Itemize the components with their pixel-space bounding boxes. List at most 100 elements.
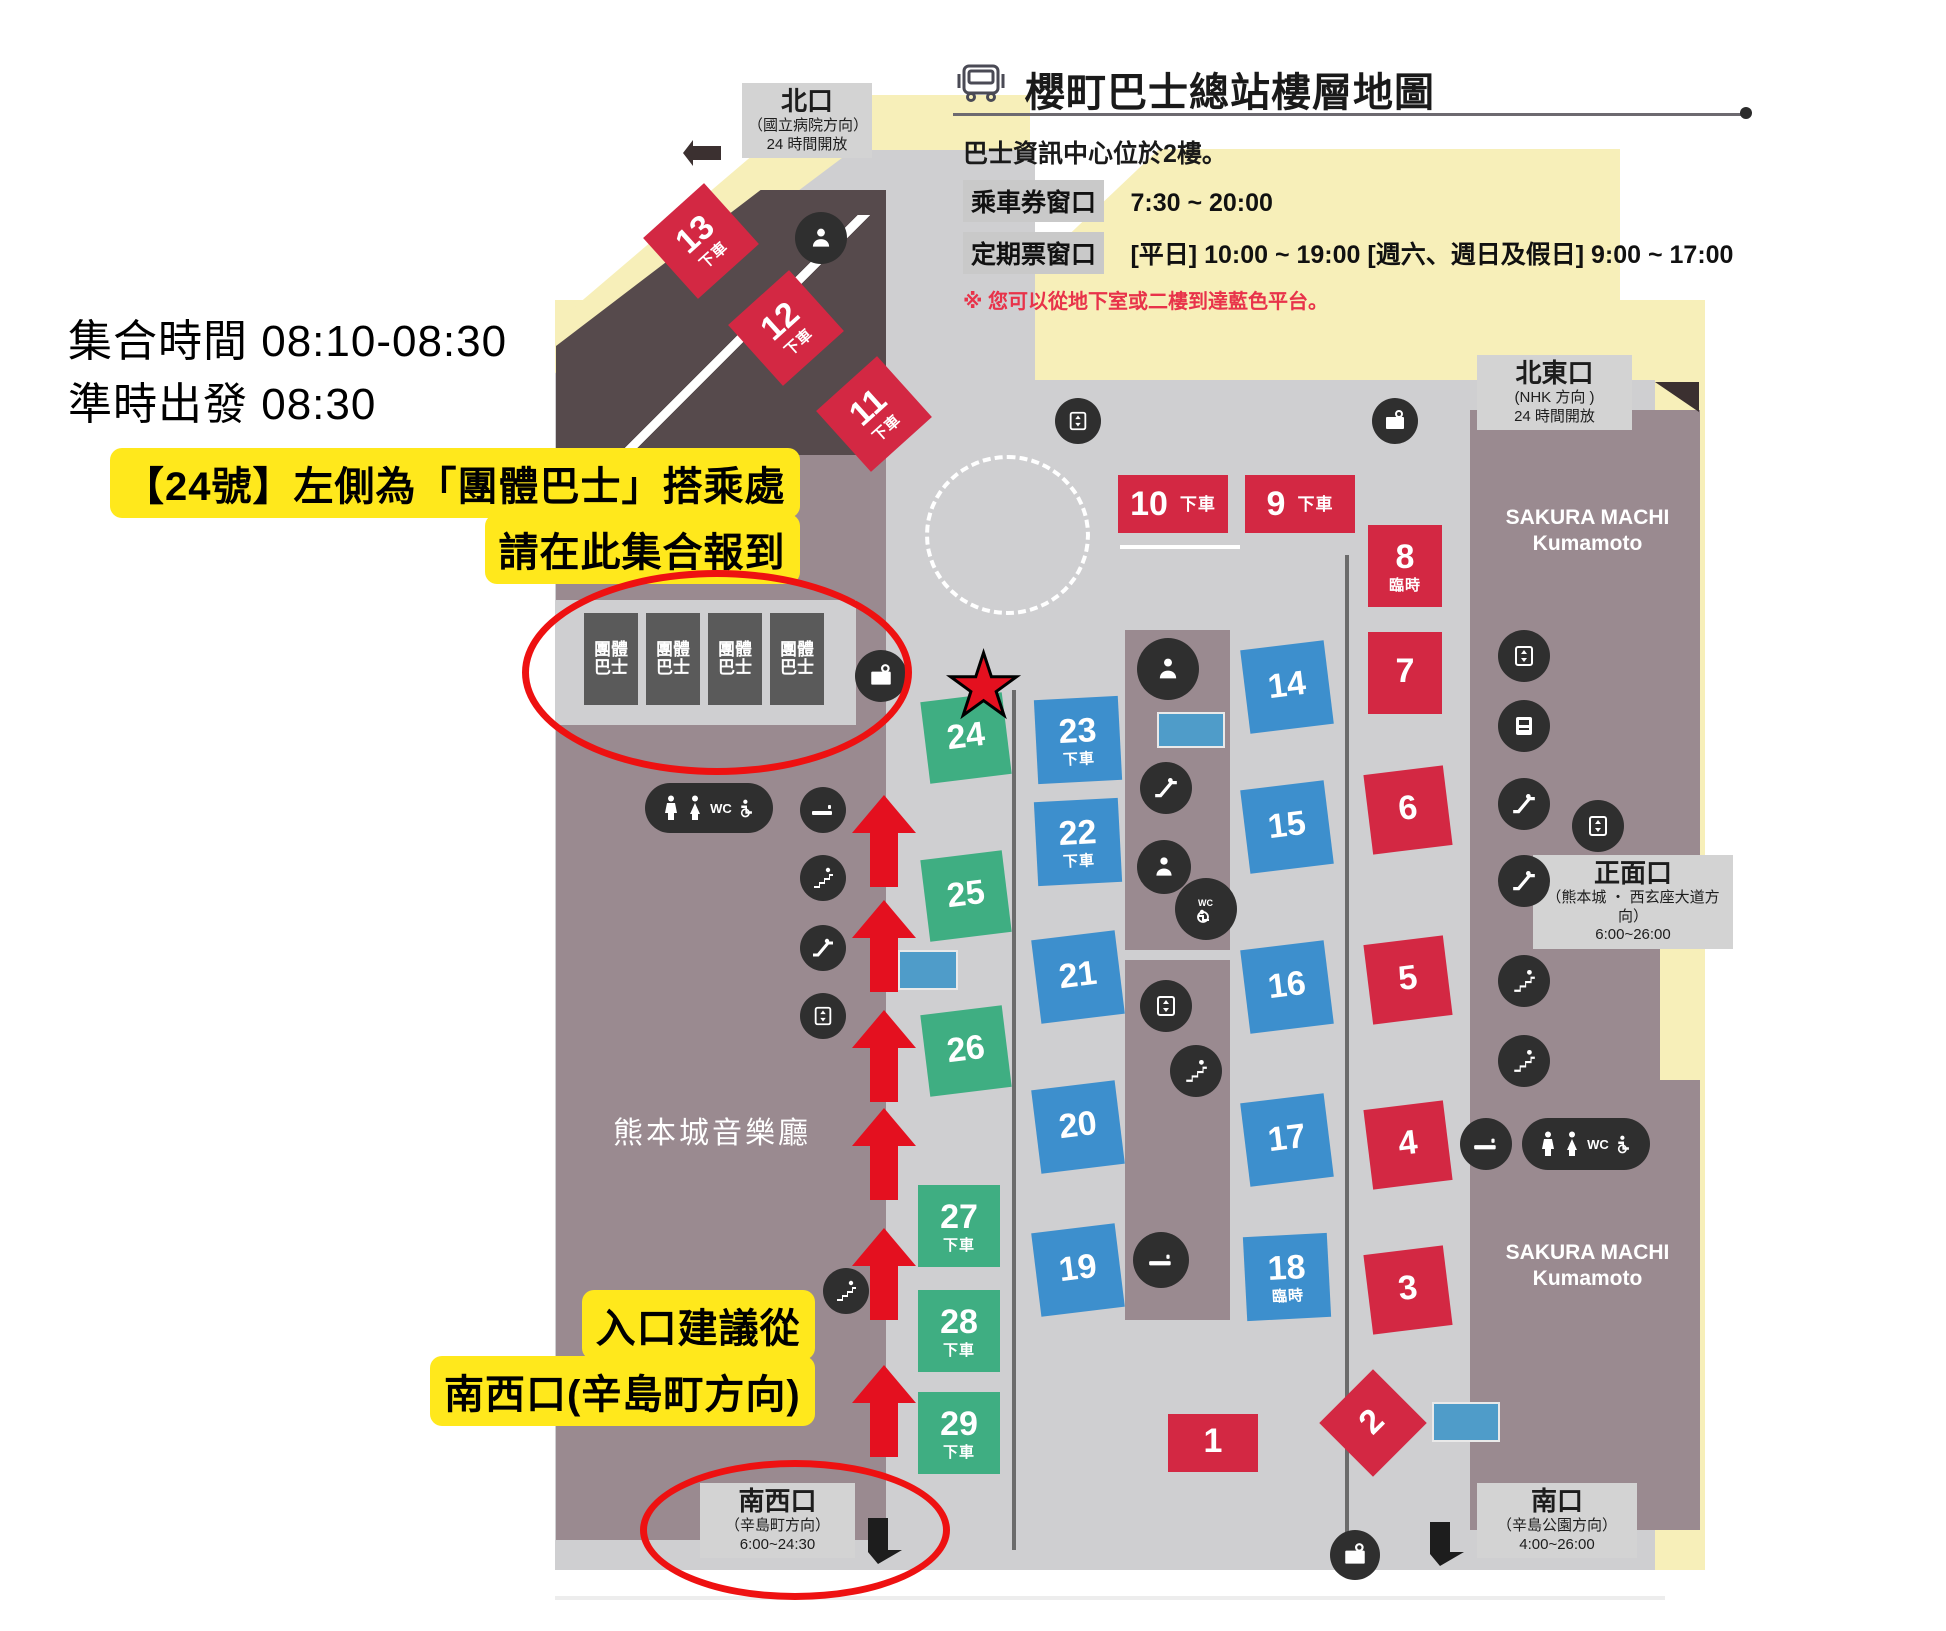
bay-2-number: 2 bbox=[1351, 1401, 1392, 1442]
information-desk-icon bbox=[795, 212, 847, 264]
bay-25[interactable]: 25 bbox=[920, 850, 1012, 942]
route-arrow-3 bbox=[852, 1010, 916, 1107]
bay-16[interactable]: 16 bbox=[1240, 940, 1334, 1034]
bay-10-sub: 下車 bbox=[1179, 494, 1216, 514]
escalator-icon-east-b bbox=[1498, 855, 1550, 907]
page-bottom-rule bbox=[555, 1596, 1665, 1600]
rotary-marker bbox=[925, 455, 1090, 615]
bay-20[interactable]: 20 bbox=[1031, 1080, 1125, 1174]
elevator-icon-west bbox=[800, 993, 846, 1039]
lane-divider-west bbox=[1012, 690, 1016, 1550]
ticket-window-row: 乘車券窗口 7:30 ~ 20:00 bbox=[963, 180, 1273, 222]
bay-21-number: 21 bbox=[1056, 953, 1099, 997]
highlight-note-bottom: 入口建議從 南西口(辛島町方向) bbox=[430, 1290, 815, 1426]
sakura-machi-south-l1: SAKURA MACHI bbox=[1505, 1241, 1670, 1264]
mall-ad-card-south bbox=[1432, 1402, 1500, 1442]
bay-5[interactable]: 5 bbox=[1363, 935, 1453, 1025]
entrance-north-dir: （國立病院方向） bbox=[748, 116, 869, 134]
sakura-machi-north-l1: SAKURA MACHI bbox=[1505, 506, 1670, 529]
bay-1[interactable]: 1 bbox=[1168, 1414, 1258, 1472]
mall-ad-card-north bbox=[1157, 712, 1225, 748]
entrance-northeast-arrow-icon bbox=[1655, 382, 1699, 421]
bay-26[interactable]: 26 bbox=[920, 1005, 1012, 1097]
stairs-icon-southwest bbox=[823, 1268, 869, 1314]
info-center-note: 巴士資訊中心位於2樓。 bbox=[963, 140, 1227, 168]
bay-9-number: 9 bbox=[1266, 485, 1286, 523]
bay-14-number: 14 bbox=[1265, 663, 1308, 707]
highlight-ellipse-southwest-entrance bbox=[640, 1460, 950, 1600]
bay-1-number: 1 bbox=[1203, 1422, 1223, 1460]
restroom-icon-west: WC bbox=[645, 783, 773, 833]
elevator-icon-east-mid bbox=[1572, 800, 1624, 852]
entrance-label-north: 北口 （國立病院方向） 24 時間開放 bbox=[742, 83, 872, 159]
bay-23-sub: 下車 bbox=[1062, 749, 1096, 769]
bay-4[interactable]: 4 bbox=[1363, 1100, 1453, 1190]
bay-8[interactable]: 8 臨時 bbox=[1368, 525, 1442, 607]
bay-5-number: 5 bbox=[1396, 958, 1420, 999]
information-icon-center-mid bbox=[1137, 840, 1191, 894]
entrance-south-arrow-icon bbox=[1430, 1522, 1464, 1571]
header-bus-icon bbox=[955, 62, 1011, 111]
bay-22[interactable]: 22 下車 bbox=[1033, 797, 1123, 887]
route-arrow-1 bbox=[852, 795, 916, 892]
accessible-restroom-icon-center: WC bbox=[1175, 878, 1237, 940]
bay-9[interactable]: 9 下車 bbox=[1245, 475, 1355, 533]
bay-28-number: 28 bbox=[940, 1302, 978, 1341]
bay-21[interactable]: 21 bbox=[1031, 930, 1125, 1024]
bay-15-number: 15 bbox=[1265, 803, 1308, 847]
bay-6[interactable]: 6 bbox=[1363, 765, 1453, 855]
bay-28[interactable]: 28 下車 bbox=[918, 1290, 1000, 1372]
ticket-window-hours: 7:30 ~ 20:00 bbox=[1130, 189, 1273, 217]
route-arrow-5 bbox=[852, 1228, 916, 1325]
bay-4-number: 4 bbox=[1396, 1123, 1420, 1164]
bay-18-sub: 臨時 bbox=[1271, 1286, 1305, 1306]
bay-16-number: 16 bbox=[1265, 963, 1308, 1007]
bay-17[interactable]: 17 bbox=[1240, 1093, 1334, 1187]
entrance-northeast-name: 北東口 bbox=[1515, 358, 1594, 388]
platform-access-note: ※ 您可以從地下室或二樓到達藍色平台。 bbox=[963, 291, 1328, 313]
header-rule bbox=[953, 113, 1743, 116]
bay-27-number: 27 bbox=[940, 1197, 978, 1236]
bay-27[interactable]: 27 下車 bbox=[918, 1185, 1000, 1267]
smoking-area-icon-center bbox=[1133, 1232, 1189, 1288]
entrance-north-name: 北口 bbox=[780, 86, 833, 116]
pass-window-row: 定期票窗口 [平日] 10:00 ~ 19:00 [週六、週日及假日] 9:00… bbox=[963, 232, 1733, 274]
svg-text:WC: WC bbox=[1198, 898, 1213, 908]
bay-15[interactable]: 15 bbox=[1240, 780, 1334, 874]
stairs-icon-center bbox=[1170, 1045, 1222, 1097]
sakura-machi-north-l2: Kumamoto bbox=[1532, 532, 1643, 556]
ticket-window-label: 乘車券窗口 bbox=[963, 180, 1105, 222]
bay-3-number: 3 bbox=[1396, 1268, 1420, 1309]
route-arrow-4 bbox=[852, 1108, 916, 1205]
bay-6-number: 6 bbox=[1396, 788, 1420, 829]
bay-29-number: 29 bbox=[940, 1404, 978, 1443]
bay-25-number: 25 bbox=[944, 872, 987, 916]
bay-23[interactable]: 23 下車 bbox=[1033, 695, 1123, 785]
bay-7[interactable]: 7 bbox=[1368, 632, 1442, 714]
bay-19[interactable]: 19 bbox=[1031, 1223, 1125, 1317]
entrance-north-arrow-icon bbox=[683, 140, 723, 179]
lane-divider-east bbox=[1345, 555, 1349, 1555]
bay-19-number: 19 bbox=[1056, 1246, 1099, 1290]
restroom-icon-east: WC bbox=[1522, 1118, 1650, 1170]
highlight-bottom-line1: 入口建議從 bbox=[581, 1290, 815, 1360]
highlight-note-top: 【24號】左側為「團體巴士」搭乘處 請在此集合報到 bbox=[110, 448, 800, 584]
entrance-south-hours: 4:00~26:00 bbox=[1519, 1535, 1595, 1553]
entrance-front-hours: 6:00~26:00 bbox=[1595, 926, 1671, 944]
entrance-northeast-dir: (NHK 方向 ) bbox=[1514, 388, 1595, 406]
elevator-icon-east-north bbox=[1498, 630, 1550, 682]
entrance-front-name: 正面口 bbox=[1593, 858, 1672, 888]
entrance-south-dir: （辛島公園方向） bbox=[1496, 1516, 1617, 1534]
bay-9-sub: 下車 bbox=[1297, 494, 1334, 514]
bay-3[interactable]: 3 bbox=[1363, 1245, 1453, 1335]
bay-29[interactable]: 29 下車 bbox=[918, 1392, 1000, 1474]
bay-10[interactable]: 10 下車 bbox=[1118, 475, 1228, 533]
sakura-machi-south-label: SAKURA MACHI Kumamoto bbox=[1480, 1240, 1695, 1293]
bay-18[interactable]: 18 臨時 bbox=[1242, 1232, 1332, 1322]
bay-14[interactable]: 14 bbox=[1240, 640, 1334, 734]
highlight-bottom-line2: 南西口(辛島町方向) bbox=[430, 1356, 815, 1426]
escalator-icon-east-a bbox=[1498, 778, 1550, 830]
depart-time-text: 準時出發 08:30 bbox=[68, 380, 377, 429]
bay-28-sub: 下車 bbox=[942, 1341, 975, 1359]
